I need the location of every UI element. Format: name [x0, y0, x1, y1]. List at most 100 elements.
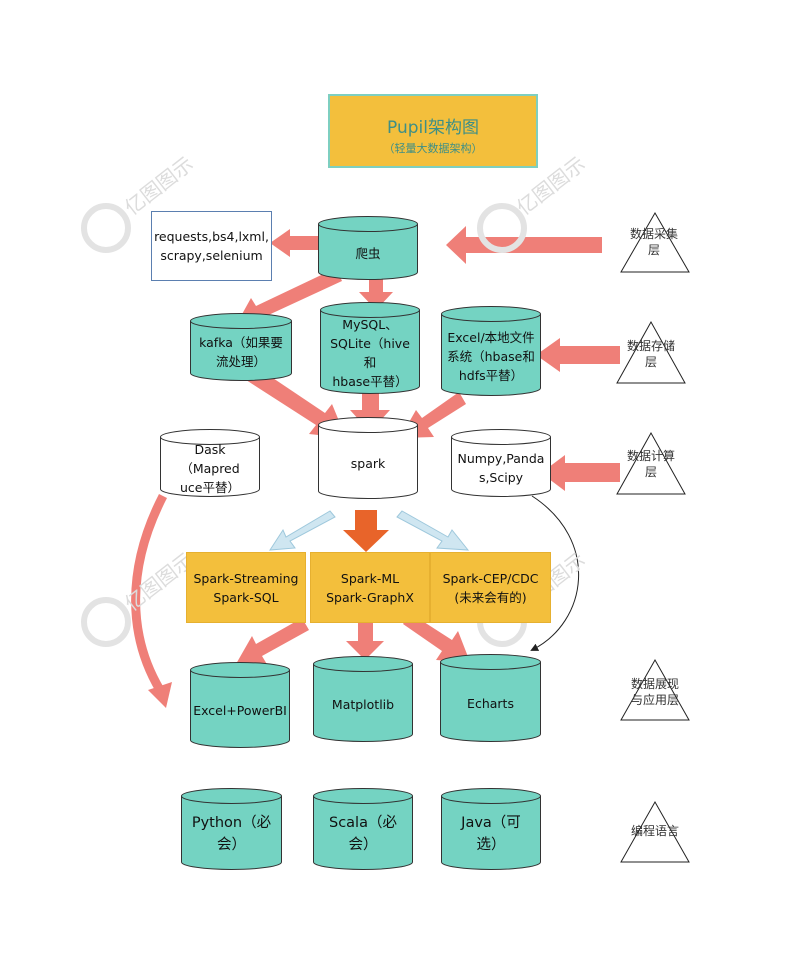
- layer-label-display: 数据展现 与应用层: [623, 676, 687, 708]
- node-mysql: MySQL、 SQLite（hive和 hbase平替）: [320, 302, 420, 394]
- node-label: Dask（Mapred uce平替）: [160, 442, 260, 495]
- node-echarts: Echarts: [440, 654, 541, 742]
- arrow-crawler-to-libs: [270, 229, 318, 257]
- node-label-line: 系统（hbase和: [447, 348, 535, 364]
- arrow-kafka-to-spark: [243, 366, 346, 438]
- cylinder-shape: [313, 656, 413, 742]
- node-label-line: Spark-GraphX: [326, 589, 414, 605]
- node-label: Echarts: [467, 695, 514, 711]
- node-label: Matplotlib: [331, 696, 395, 712]
- node-numpy: Numpy,Panda s,Scipy: [451, 429, 551, 497]
- node-label-line: SQLite（hive和: [330, 336, 410, 370]
- node-label: spark: [350, 455, 386, 471]
- arrow-ml-to-matplotlib: [346, 619, 384, 660]
- node-label: Excel/本地文件系统（hbase和 hdfs平替）: [441, 322, 541, 390]
- node-label-line: 会）: [348, 837, 378, 853]
- node-label-line: uce平替）: [180, 479, 240, 495]
- cylinder-shape: [440, 654, 541, 742]
- node-label-line: Excel/本地文件: [447, 329, 535, 345]
- node-spark-cep: Spark-CEP/CDC (未来会有的): [430, 552, 551, 623]
- node-kafka: kafka（如果要流处理）: [190, 313, 292, 381]
- node-label-line: Dask（Mapred: [180, 441, 240, 476]
- layer-label-line: 层: [644, 355, 657, 369]
- layer-label-line: 数据计算: [626, 449, 675, 463]
- arrow-streaming-to-excel-bi: [236, 618, 309, 666]
- node-label: Java（可选）: [441, 804, 541, 864]
- node-label-line: Numpy,Panda: [457, 451, 545, 466]
- node-label-line: kafka（如果要: [199, 335, 283, 350]
- arrow-spark-to-cep: [396, 510, 470, 551]
- layer-triangle-collection: [620, 211, 690, 273]
- diagram-title: Pupil架构图: [387, 118, 479, 138]
- diagram-subtitle: （轻量大数据架构）: [383, 142, 483, 155]
- cylinder-shape: [160, 429, 260, 497]
- cylinder-shape: [441, 788, 541, 870]
- cylinder-shape: [318, 417, 418, 499]
- node-java: Java（可选）: [441, 788, 541, 870]
- node-label-line: 选）: [476, 837, 506, 853]
- cylinder-shape: [441, 306, 541, 396]
- node-label-line: Spark-ML: [340, 570, 400, 586]
- node-label: Python（必会）: [181, 804, 282, 864]
- node-label: requests,bs4,lxml,: [154, 229, 269, 244]
- node-label-line: (未来会有的): [454, 589, 527, 605]
- node-dask: Dask（Mapred uce平替）: [160, 429, 260, 497]
- arrow-spark-to-ml: [343, 510, 389, 552]
- node-crawler: 爬虫: [318, 216, 418, 280]
- node-label: Numpy,Panda s,Scipy: [451, 445, 551, 491]
- layer-label-line: 数据存储: [626, 339, 675, 353]
- node-label: Excel+PowerBI: [193, 702, 287, 718]
- node-label-line: Spark-CEP/CDC: [442, 570, 539, 586]
- arrow-compute-to-numpy: [541, 455, 620, 491]
- crawler-libs-box: requests,bs4,lxml, scrapy,selenium: [151, 211, 272, 281]
- layer-triangle-display: [620, 658, 690, 721]
- node-label-line: Scala（必: [329, 815, 397, 831]
- node-label: MySQL、 SQLite（hive和 hbase平替）: [320, 317, 420, 389]
- arrow-mysql-to-spark: [350, 392, 390, 432]
- cylinder-shape: [313, 788, 413, 870]
- node-label-line: Spark-SQL: [213, 589, 279, 605]
- arrow-crawler-to-mysql: [359, 274, 393, 310]
- node-spark: spark: [318, 417, 418, 499]
- node-excel-powerbi: Excel+PowerBI: [190, 662, 290, 748]
- layer-label-line: 数据展现: [630, 677, 679, 691]
- cylinder-shape: [190, 662, 290, 748]
- node-label: kafka（如果要流处理）: [190, 329, 292, 375]
- cylinder-shape: [320, 302, 420, 394]
- node-label-line: hdfs平替）: [458, 367, 524, 383]
- layer-label-collection: 数据采集 层: [623, 226, 685, 258]
- arrow-dask-to-excel-bi-head: [148, 682, 172, 708]
- node-label: scrapy,selenium: [160, 248, 263, 263]
- node-label-line: Python（必: [191, 815, 272, 831]
- arrow-numpy-to-echarts: [530, 495, 579, 651]
- node-spark-ml: Spark-ML Spark-GraphX: [310, 552, 430, 623]
- layer-label-line: 层: [647, 243, 660, 257]
- arrow-spark-to-streaming: [269, 510, 336, 551]
- node-label-line: 会）: [216, 837, 246, 853]
- node-python: Python（必会）: [181, 788, 282, 870]
- arrow-cep-to-echarts: [403, 613, 470, 662]
- layer-label-compute: 数据计算 层: [620, 448, 682, 480]
- node-label: 爬虫: [355, 245, 381, 261]
- node-label-line: MySQL、: [342, 317, 398, 332]
- node-matplotlib: Matplotlib: [313, 656, 413, 742]
- cylinder-shape: [181, 788, 282, 870]
- layer-label-language: 编程语言: [623, 823, 687, 839]
- layer-label-line: 数据采集: [629, 227, 678, 241]
- node-excel-storage: Excel/本地文件系统（hbase和 hdfs平替）: [441, 306, 541, 396]
- layer-label-storage: 数据存储 层: [620, 338, 682, 370]
- node-label-line: Java（可: [461, 815, 521, 831]
- diagram-title-box: Pupil架构图 （轻量大数据架构）: [328, 94, 538, 168]
- node-label-line: s,Scipy: [478, 470, 524, 485]
- arrow-storage-to-excel: [536, 338, 620, 372]
- node-label-line: Spark-Streaming: [193, 570, 299, 586]
- arrow-collection-to-crawler: [446, 226, 602, 264]
- layer-label-line: 编程语言: [630, 824, 679, 838]
- cylinder-shape: [318, 216, 418, 280]
- node-scala: Scala（必会）: [313, 788, 413, 870]
- node-label-line: 流处理）: [215, 354, 266, 369]
- node-label-line: hbase平替）: [332, 374, 408, 389]
- layer-label-line: 与应用层: [630, 693, 679, 707]
- arrow-dask-to-excel-bi: [131, 493, 168, 693]
